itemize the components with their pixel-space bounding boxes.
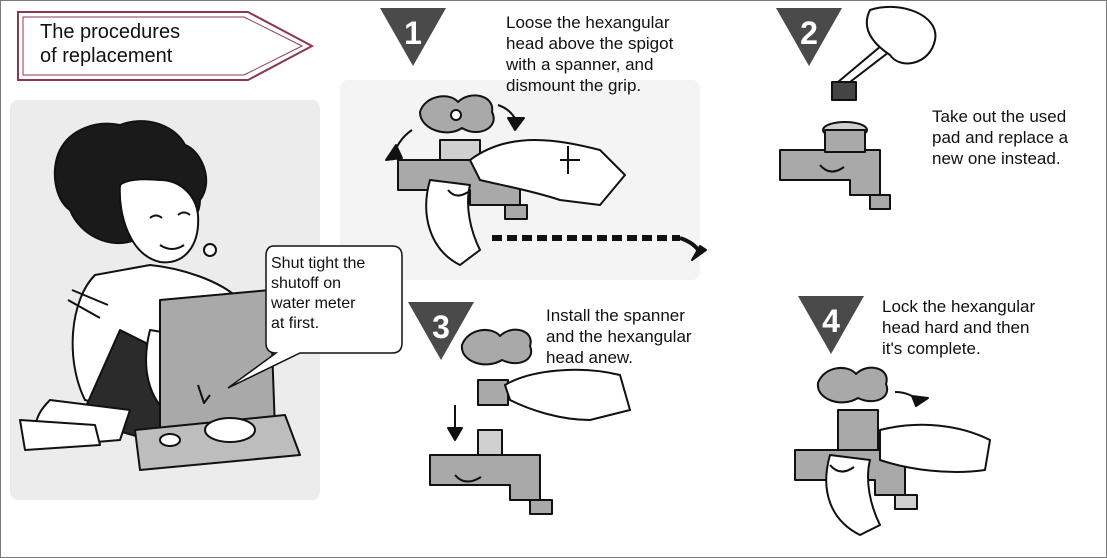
title-banner: [17, 11, 315, 81]
woman-illustration: [19, 120, 301, 471]
step-2-number: 2: [800, 15, 818, 51]
step2-illustration: [779, 5, 937, 210]
step-4-badge: 4: [798, 296, 864, 354]
step-4-number: 4: [822, 303, 840, 339]
step-1-badge: 1: [380, 8, 446, 66]
step1-illustration: [385, 94, 707, 266]
step-2-badge: 2: [776, 8, 842, 66]
step4-illustration: [794, 366, 991, 536]
step-1-text: Loose the hexangular head above the spig…: [506, 13, 674, 95]
step-4-text: Lock the hexangular head hard and then i…: [882, 297, 1036, 358]
step-3-number: 3: [432, 309, 450, 345]
callout-text: Shut tight the shutoff on water meter at…: [271, 255, 366, 332]
callout-bubble: [227, 245, 403, 389]
step-3-badge: 3: [408, 302, 474, 360]
step-2-text: Take out the used pad and replace a new …: [932, 107, 1069, 168]
step-1-number: 1: [404, 15, 422, 51]
step-3-text: Install the spanner and the hexangular h…: [546, 306, 692, 367]
step3-illustration: [429, 328, 631, 515]
page-title: The procedures of replacement: [40, 21, 181, 67]
